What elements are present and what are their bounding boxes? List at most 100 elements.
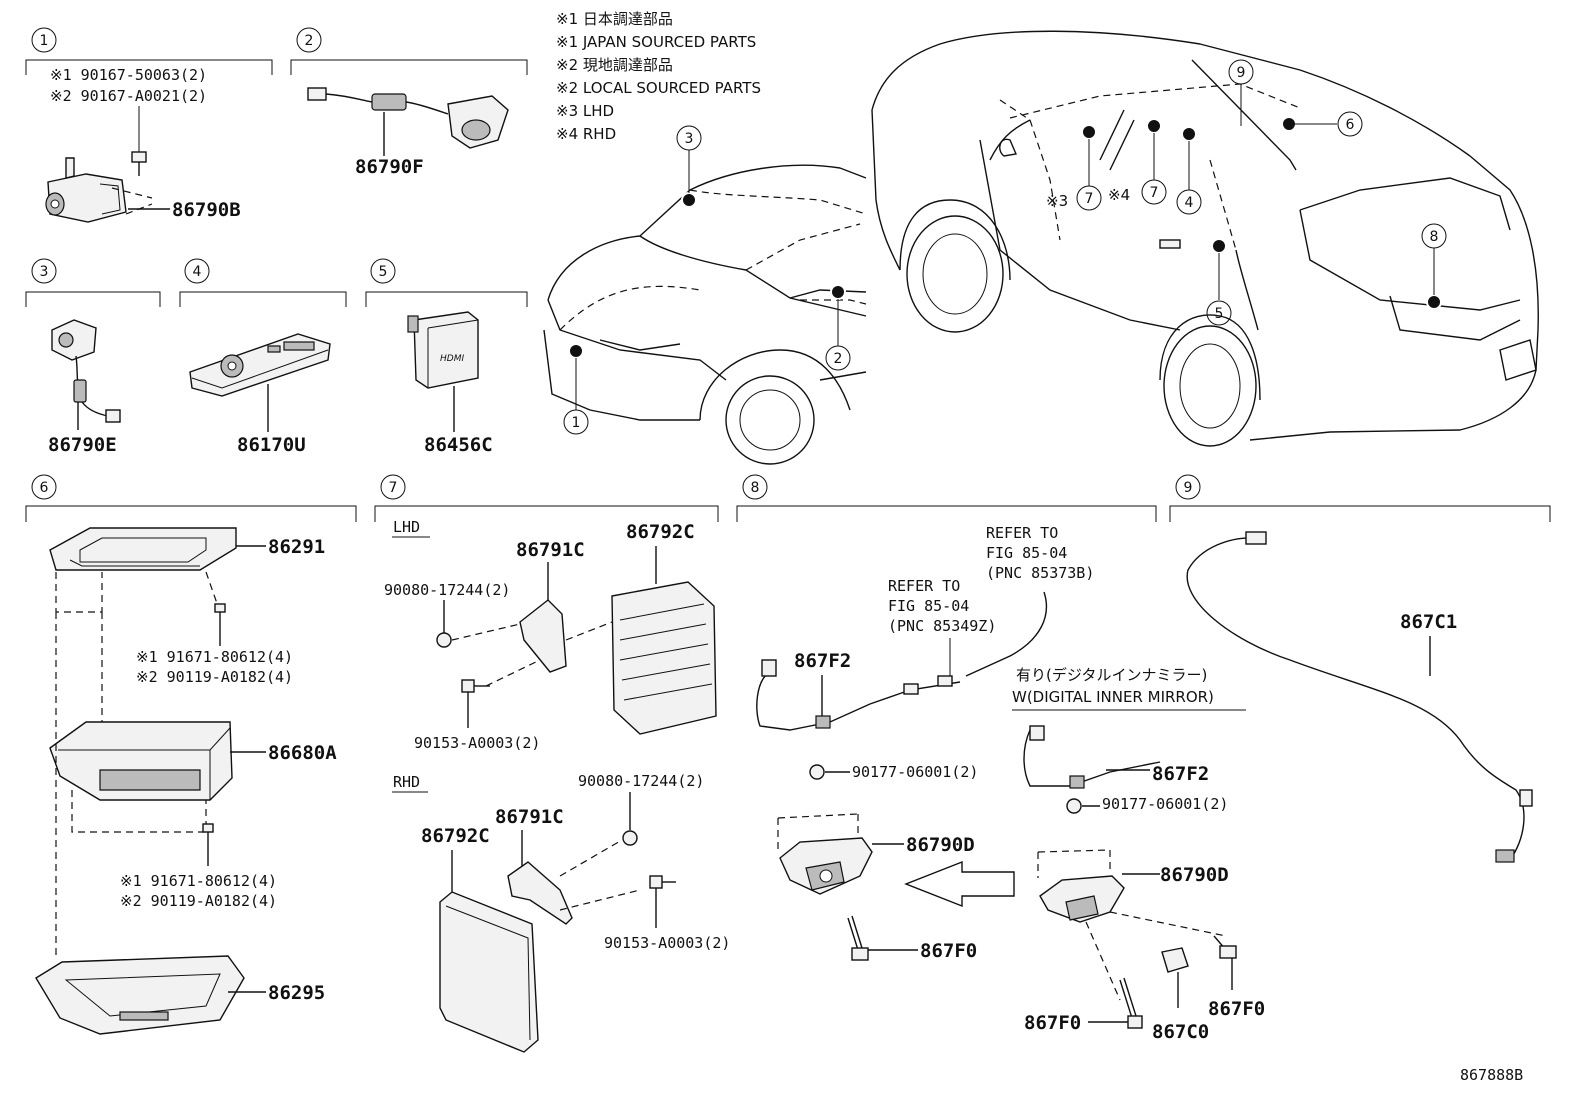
part-86680A: 86680A <box>268 742 337 764</box>
direction-arrow <box>904 860 1015 908</box>
section-7: 7 LHD 86791C 86792C 90080-17244(2) 90153… <box>374 474 730 1053</box>
screw-b-2: ※2 90119-A0182(4) <box>120 892 277 910</box>
rear-note-lhd: ※3 <box>1046 192 1068 210</box>
section-5: 5 HDMI 86456C <box>365 258 528 456</box>
rear-callout-7b: 7 <box>1150 185 1159 201</box>
variant-en: W(DIGITAL INNER MIRROR) <box>1012 688 1214 706</box>
section-1-number: 1 <box>40 33 49 49</box>
part-86456C: 86456C <box>424 434 493 456</box>
lhd-label: LHD <box>393 518 420 536</box>
rhd-ecu-part <box>439 891 539 1053</box>
variant-jp: 有り(デジタルインナミラー) <box>1016 666 1207 684</box>
section-9-number: 9 <box>1184 480 1193 496</box>
note-line-3: ※2 現地調達部品 <box>556 56 673 74</box>
front-camera-bolt <box>131 151 147 176</box>
note-line-6: ※4 RHD <box>556 125 616 143</box>
lhd-part-86791C: 86791C <box>516 539 585 561</box>
screw-b-1: ※1 91671-80612(4) <box>120 872 277 890</box>
side-camera-part <box>307 87 509 149</box>
rhd-label: RHD <box>393 773 420 791</box>
hdmi-module-part: HDMI <box>407 311 479 389</box>
part-86790B: 86790B <box>172 199 241 221</box>
camera-harness-part <box>756 659 961 731</box>
front-callout-3: 3 <box>685 131 694 147</box>
front-callout-1: 1 <box>572 415 581 431</box>
lhd-nut: 90080-17244(2) <box>384 581 510 599</box>
section-6-number: 6 <box>40 480 49 496</box>
display-unit-part <box>49 721 233 801</box>
section-1-fastener-1: ※1 90167-50063(2) <box>50 66 207 84</box>
section-3: 3 86790E <box>25 258 161 456</box>
rhd-part-86791C: 86791C <box>495 806 564 828</box>
rear-note-rhd: ※4 <box>1108 186 1130 204</box>
rear-callout-8: 8 <box>1430 229 1439 245</box>
section-2-number: 2 <box>305 33 314 49</box>
refer-2-line-2: FIG 85-04 <box>888 597 969 615</box>
front-camera-part <box>45 157 127 223</box>
rhd-bolt: 90153-A0003(2) <box>604 934 730 952</box>
refer-2-line-1: REFER TO <box>888 577 960 595</box>
part-86170U: 86170U <box>237 434 306 456</box>
refer-2-line-3: (PNC 85349Z) <box>888 617 996 635</box>
rhd-nut: 90080-17244(2) <box>578 772 704 790</box>
harness-867F2: 867F2 <box>794 650 851 672</box>
lhd-part-86792C: 86792C <box>626 521 695 543</box>
bezel-cover-part <box>35 955 245 1035</box>
part-86291: 86291 <box>268 536 325 558</box>
screw-a-2: ※2 90119-A0182(4) <box>136 668 293 686</box>
mounting-frame-part <box>49 527 237 571</box>
front-vehicle-view: 3 2 1 <box>543 125 867 465</box>
lhd-bolt: 90153-A0003(2) <box>414 734 540 752</box>
refer-1-line-1: REFER TO <box>986 524 1058 542</box>
back-camera-part <box>779 837 873 895</box>
variant-camera-86790D: 86790D <box>1160 864 1229 886</box>
variant-pin-a-part <box>1119 977 1143 1029</box>
note-line-2: ※1 JAPAN SOURCED PARTS <box>556 33 756 51</box>
variant-camera-part <box>1039 875 1125 923</box>
pin-867F0: 867F0 <box>920 940 977 962</box>
pin-part <box>847 915 869 961</box>
hdmi-logo: HDMI <box>440 354 464 364</box>
rear-callout-7a: 7 <box>1085 191 1094 207</box>
section-2: 2 86790F <box>290 27 528 178</box>
part-86790F: 86790F <box>355 156 424 178</box>
rear-callout-5: 5 <box>1215 306 1224 322</box>
section-1: 1 ※1 90167-50063(2) ※2 90167-A0021(2) 86… <box>25 27 273 223</box>
section-1-fastener-2: ※2 90167-A0021(2) <box>50 87 207 105</box>
section-9: 9 867C1 <box>1169 474 1551 863</box>
rear-callout-4: 4 <box>1185 195 1194 211</box>
camera-cable-part <box>1186 531 1533 863</box>
section-8: 8 REFER TO FIG 85-04 (PNC 85373B) REFER … <box>736 474 1265 1043</box>
section-8-number: 8 <box>751 480 760 496</box>
screw-a-1: ※1 91671-80612(4) <box>136 648 293 666</box>
variant-harness-part <box>1023 725 1161 789</box>
section-6: 6 86291 ※1 91671-80612(4) ※2 90119-A0182… <box>25 474 357 1035</box>
variant-cap-part <box>1161 947 1189 973</box>
nut-90177: 90177-06001(2) <box>852 763 978 781</box>
notes-legend: ※1 日本調達部品 ※1 JAPAN SOURCED PARTS ※2 現地調達… <box>556 10 761 143</box>
cable-867C1: 867C1 <box>1400 611 1457 633</box>
camera-86790D: 86790D <box>906 834 975 856</box>
figure-id: 867888B <box>1460 1066 1523 1084</box>
rear-callout-6: 6 <box>1346 117 1355 133</box>
remote-controller-part <box>189 333 331 397</box>
part-86295: 86295 <box>268 982 325 1004</box>
variant-pin-867F0-b: 867F0 <box>1208 998 1265 1020</box>
variant-harness-867F2: 867F2 <box>1152 763 1209 785</box>
variant-pin-b-part <box>1213 935 1237 959</box>
note-line-4: ※2 LOCAL SOURCED PARTS <box>556 79 761 97</box>
refer-1-line-3: (PNC 85373B) <box>986 564 1094 582</box>
section-5-number: 5 <box>379 264 388 280</box>
variant-cap-867C0: 867C0 <box>1152 1021 1209 1043</box>
part-86790E: 86790E <box>48 434 117 456</box>
section-4: 4 86170U <box>179 258 347 456</box>
section-4-number: 4 <box>193 264 202 280</box>
rear-callout-9: 9 <box>1237 65 1246 81</box>
lhd-bracket-part <box>519 599 567 673</box>
note-line-5: ※3 LHD <box>556 102 614 120</box>
rhd-part-86792C: 86792C <box>421 825 490 847</box>
refer-1-line-2: FIG 85-04 <box>986 544 1067 562</box>
front-callout-2: 2 <box>834 351 843 367</box>
section-7-number: 7 <box>389 480 398 496</box>
